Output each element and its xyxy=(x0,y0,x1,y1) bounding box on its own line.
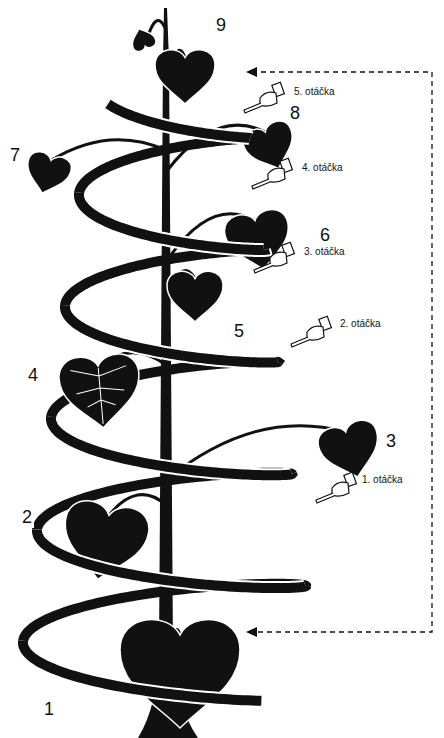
spiral-band xyxy=(37,529,306,588)
spiral-band xyxy=(51,417,292,476)
leaf xyxy=(120,619,240,728)
turn-label: 2. otáčka xyxy=(338,318,383,329)
hand-finger xyxy=(252,179,270,189)
spiral-band xyxy=(108,104,250,138)
hand-palm xyxy=(270,252,287,266)
hand-finger xyxy=(244,103,262,113)
leaves xyxy=(21,21,387,728)
hand-palm xyxy=(332,482,349,496)
arrow-head xyxy=(246,67,257,77)
leaf xyxy=(240,117,302,177)
turn-label: 1. otáčka xyxy=(360,474,405,485)
leaf-number: 3 xyxy=(384,432,398,452)
leaf-blade xyxy=(128,25,158,54)
leaf-number: 6 xyxy=(318,226,332,246)
leaf xyxy=(128,25,158,54)
pointing-hand xyxy=(316,472,356,503)
hand-finger xyxy=(254,263,272,273)
leaf-blade xyxy=(21,149,74,199)
pointing-hand xyxy=(244,82,284,113)
hand-palm xyxy=(307,326,324,340)
leaf xyxy=(21,149,74,199)
leaf-number: 5 xyxy=(232,322,246,342)
spiral-band-outline xyxy=(37,529,306,588)
leaf-number: 7 xyxy=(8,146,22,166)
turn-label: 3. otáčka xyxy=(302,246,347,257)
spiral-band-outline xyxy=(23,641,261,701)
leaf-number: 9 xyxy=(214,16,228,36)
spiral-band-outline xyxy=(108,104,250,138)
spiral-front xyxy=(23,104,306,701)
turn-label: 5. otáčka xyxy=(292,86,337,97)
leaf xyxy=(57,352,143,431)
leaf xyxy=(167,271,223,322)
dashed-bracket xyxy=(252,72,432,632)
hand-finger xyxy=(291,337,309,347)
pointing-hand xyxy=(252,158,292,189)
hand-palm xyxy=(260,92,277,106)
leaf xyxy=(155,50,215,104)
pointing-hand xyxy=(291,316,331,347)
spiral-band xyxy=(79,193,264,251)
leaf-veins xyxy=(70,366,131,427)
leaf-blade xyxy=(57,352,143,431)
spiral-band xyxy=(65,305,278,362)
turn-label: 4. otáčka xyxy=(300,162,345,173)
leaf xyxy=(222,207,295,275)
spiral-band-outline xyxy=(51,417,292,476)
leaf-blade xyxy=(120,619,240,728)
leaf-blade xyxy=(167,271,223,322)
leaf-number: 2 xyxy=(20,508,34,528)
leaf-blade xyxy=(222,207,295,275)
petiole xyxy=(51,140,166,161)
spiral-band xyxy=(23,641,261,701)
leaf-blade xyxy=(240,117,302,177)
spiral-band-outline xyxy=(79,193,264,251)
leaf-number: 4 xyxy=(26,366,40,386)
hand-palm xyxy=(268,168,285,182)
pointing-hand xyxy=(254,242,294,273)
leaf-blade xyxy=(155,50,215,104)
leaf-number: 1 xyxy=(42,700,56,720)
spiral-band-outline xyxy=(65,305,278,362)
arrow-head xyxy=(246,627,257,637)
leaf-number: 8 xyxy=(288,104,302,124)
hand-finger xyxy=(316,493,334,503)
